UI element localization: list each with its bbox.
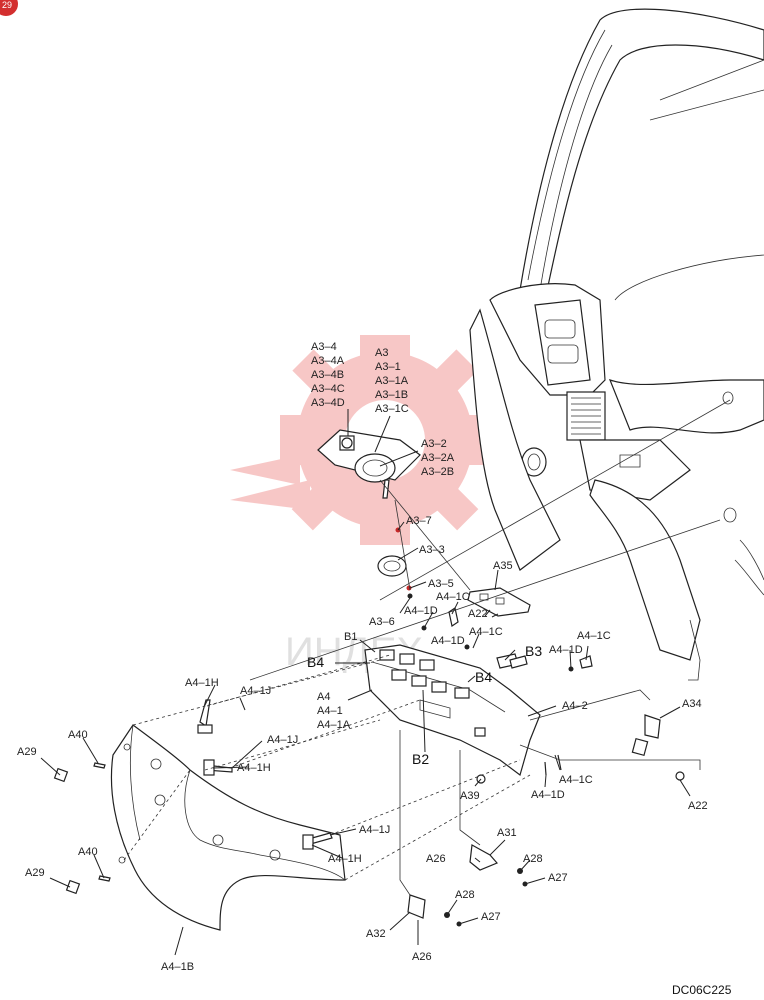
label-a3: A3	[375, 347, 388, 359]
label-a3-4b: A3–4B	[311, 369, 344, 381]
label-a3-7: A3–7	[406, 515, 432, 527]
label-a3-1: A3–1	[375, 361, 401, 373]
label-a4-1h-bottom: A4–1H	[328, 853, 362, 865]
label-a22-top: A22	[468, 608, 488, 620]
label-a4-1: A4–1	[317, 705, 343, 717]
cab-door-frame	[469, 8, 764, 681]
label-b2: B2	[412, 751, 429, 767]
a4-dash-panel	[364, 644, 541, 777]
label-b4-right: B4	[475, 669, 492, 685]
label-a40-bottom: A40	[78, 846, 98, 858]
label-a34: A34	[682, 698, 702, 710]
label-b4-left: B4	[307, 654, 324, 670]
label-a4: A4	[317, 691, 330, 703]
label-a4-1c-top: A4–1C	[436, 591, 470, 603]
corner-badge-text: 29	[2, 0, 12, 10]
label-a28-right: A28	[523, 853, 543, 865]
label-a4-1a: A4–1A	[317, 719, 351, 731]
label-a3-1c: A3–1C	[375, 403, 409, 415]
label-a3-4: A3–4	[311, 341, 337, 353]
a3-6-screw-marker	[407, 593, 413, 599]
label-a4-1j-mid: A4–1J	[267, 734, 298, 746]
label-a32: A32	[366, 928, 386, 940]
label-a27-left: A27	[481, 911, 501, 923]
label-a35: A35	[493, 560, 513, 572]
label-a3-4d: A3–4D	[311, 397, 345, 409]
label-a31: A31	[497, 827, 517, 839]
label-a22-right: A22	[688, 800, 708, 812]
label-a4-1b: A4–1B	[161, 961, 194, 973]
label-a4-1h-mid: A4–1H	[237, 762, 271, 774]
label-a4-1c-right: A4–1C	[577, 630, 611, 642]
label-a28-left: A28	[455, 889, 475, 901]
label-a40-top: A40	[68, 729, 88, 741]
label-a4-1c-mid: A4–1C	[469, 626, 503, 638]
label-a3-5: A3–5	[428, 578, 454, 590]
label-a29-top: A29	[17, 746, 37, 758]
label-a3-4c: A3–4C	[311, 383, 345, 395]
label-a3-1b: A3–1B	[375, 389, 408, 401]
callout-labels: A3–4 A3–4A A3–4B A3–4C A3–4D A3 A3–1 A3–…	[17, 341, 708, 973]
label-a4-1h-top: A4–1H	[185, 677, 219, 689]
label-a4-1d-mid: A4–1D	[431, 635, 465, 647]
label-a3-3: A3–3	[419, 544, 445, 556]
leader-lines	[40, 399, 731, 956]
label-a4-1d-right: A4–1D	[549, 644, 583, 656]
label-a4-2: A4–2	[562, 700, 588, 712]
label-a3-6: A3–6	[369, 616, 395, 628]
a3-vent-assembly	[317, 429, 421, 599]
label-a3-2b: A3–2B	[421, 466, 454, 478]
label-a3-1a: A3–1A	[375, 375, 409, 387]
fasteners	[53, 607, 685, 927]
label-a4-1j-bottom: A4–1J	[359, 824, 390, 836]
label-a3-2: A3–2	[421, 438, 447, 450]
label-a27-right: A27	[548, 872, 568, 884]
a4-1b-lower-panel	[110, 724, 346, 931]
label-a39: A39	[460, 790, 480, 802]
label-a4-1j-top: A4–1J	[240, 685, 271, 697]
diagram-code: DC06C225	[672, 983, 732, 997]
label-a4-1c-low: A4–1C	[559, 774, 593, 786]
label-b3: B3	[525, 643, 542, 659]
label-b1: B1	[344, 631, 357, 643]
label-a29-bottom: A29	[25, 867, 45, 879]
corner-page-badge: 29	[0, 0, 18, 16]
label-a3-2a: A3–2A	[421, 452, 455, 464]
label-a26-mid: A26	[426, 853, 446, 865]
label-a3-4a: A3–4A	[311, 355, 345, 367]
label-a26-bottom: A26	[412, 951, 432, 963]
label-a4-1d-low: A4–1D	[531, 789, 565, 801]
label-a4-1d-top: A4–1D	[404, 605, 438, 617]
